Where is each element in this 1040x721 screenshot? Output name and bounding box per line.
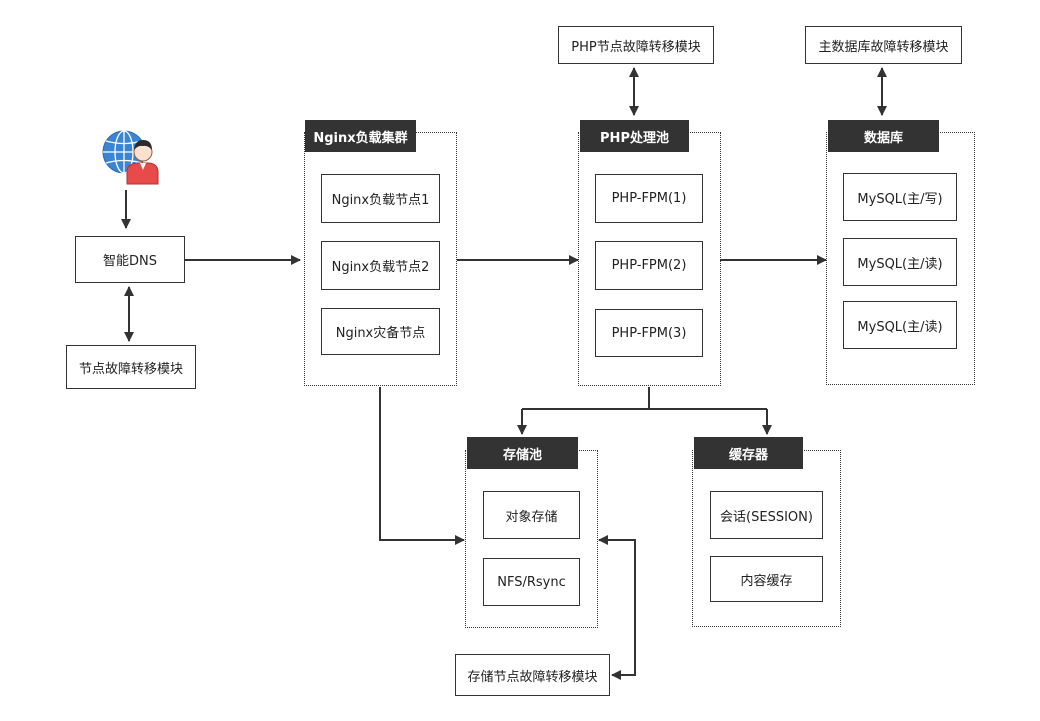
db-failover-box: 主数据库故障转移模块 — [805, 26, 962, 64]
cache-title: 缓存器 — [694, 437, 803, 469]
storage-failover-box: 存储节点故障转移模块 — [455, 654, 610, 696]
php-fpm-1: PHP-FPM(1) — [595, 174, 703, 223]
mysql-master-read-2: MySQL(主/读) — [843, 301, 957, 349]
php-failover-box: PHP节点故障转移模块 — [558, 26, 714, 64]
content-cache-box: 内容缓存 — [710, 556, 823, 602]
globe-user-icon — [102, 130, 159, 185]
nginx-node-1: Nginx负载节点1 — [321, 174, 440, 223]
storage-pool-title: 存储池 — [467, 437, 578, 469]
arrow-php-to-storage — [522, 408, 767, 434]
dns-failover-box: 节点故障转移模块 — [66, 345, 196, 389]
php-fpm-3: PHP-FPM(3) — [595, 309, 703, 357]
php-pool-title: PHP处理池 — [580, 120, 689, 152]
nginx-node-2: Nginx负载节点2 — [321, 241, 440, 290]
dns-box: 智能DNS — [75, 236, 185, 283]
arrow-nginx-to-storage — [379, 387, 465, 545]
session-cache-box: 会话(SESSION) — [710, 491, 823, 539]
nginx-backup-node: Nginx灾备节点 — [321, 308, 440, 355]
nginx-cluster-title: Nginx负载集群 — [305, 120, 416, 152]
object-storage-box: 对象存储 — [483, 491, 580, 539]
nfs-rsync-box: NFS/Rsync — [483, 558, 580, 606]
php-fpm-2: PHP-FPM(2) — [595, 241, 703, 290]
arrow-storage-failover — [598, 535, 636, 680]
mysql-master-read-1: MySQL(主/读) — [843, 238, 957, 286]
mysql-master-write: MySQL(主/写) — [843, 173, 957, 221]
database-title: 数据库 — [828, 120, 939, 152]
